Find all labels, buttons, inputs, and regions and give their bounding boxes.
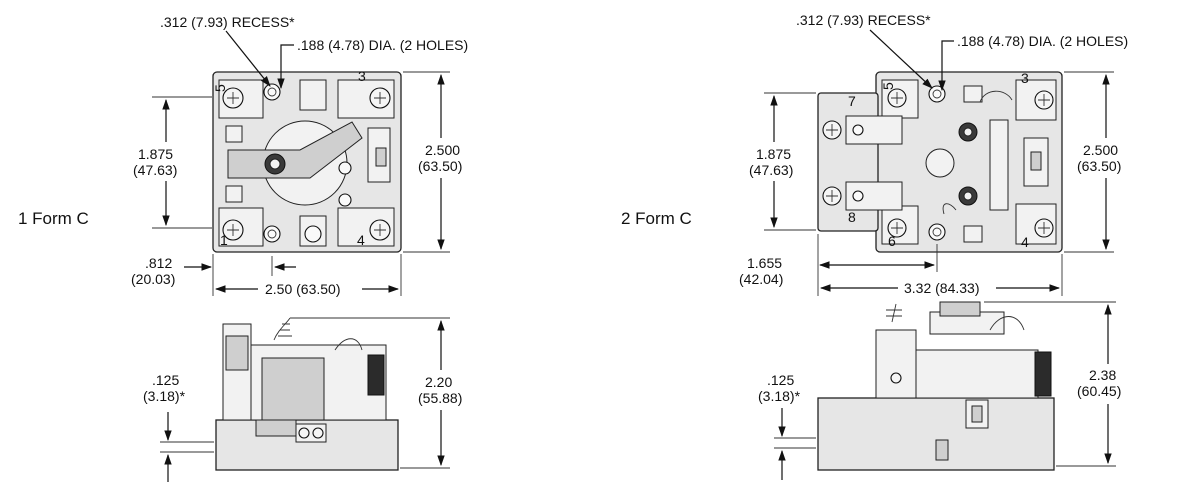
terminal-label: 3 xyxy=(358,68,366,84)
side-recess-mm: (3.18)* xyxy=(758,388,801,404)
side-recess-in: .125 xyxy=(152,372,179,388)
offset-dim-in: .812 xyxy=(145,255,172,271)
terminal-label: 4 xyxy=(357,232,365,248)
terminal-label: 5 xyxy=(212,84,228,92)
holes-callout: .188 (4.78) DIA. (2 HOLES) xyxy=(957,33,1128,49)
total-dim-mm: (63.50) xyxy=(418,158,462,174)
terminal-label: 5 xyxy=(880,82,896,90)
total-dim-mm: (63.50) xyxy=(1077,158,1121,174)
height-dim-in: 1.875 xyxy=(756,146,791,162)
mounting-hole-icon xyxy=(263,225,281,243)
two-form-c-side-view xyxy=(817,301,1055,471)
terminal-label: 7 xyxy=(848,93,856,109)
offset-dim-mm: (42.04) xyxy=(739,271,783,287)
height-dim-in: 1.875 xyxy=(138,146,173,162)
side-recess-in: .125 xyxy=(767,372,794,388)
offset-dim-mm: (20.03) xyxy=(131,271,175,287)
side-height-in: 2.38 xyxy=(1089,367,1116,383)
total-dim-in: 2.500 xyxy=(425,142,460,158)
recess-callout: .312 (7.93) RECESS* xyxy=(796,12,931,28)
side-recess-mm: (3.18)* xyxy=(143,388,186,404)
mounting-hole-icon xyxy=(263,83,281,101)
width-dim: 3.32 (84.33) xyxy=(904,280,980,296)
recess-callout: .312 (7.93) RECESS* xyxy=(160,14,295,30)
one-form-c-side-view xyxy=(215,317,399,471)
terminal-label: 6 xyxy=(888,233,896,249)
terminal-label: 4 xyxy=(1021,234,1029,250)
coil-icon xyxy=(367,354,385,396)
side-height-mm: (60.45) xyxy=(1077,383,1121,399)
side-height-mm: (55.88) xyxy=(418,390,462,406)
terminal-label: 8 xyxy=(848,209,856,225)
offset-dim-in: 1.655 xyxy=(747,255,782,271)
one-form-c-label: 1 Form C xyxy=(18,209,89,228)
mounting-hole-icon xyxy=(928,223,946,241)
two-form-c-label: 2 Form C xyxy=(621,209,692,228)
side-height-in: 2.20 xyxy=(425,374,452,390)
two-form-c-group: 2 Form C xyxy=(621,12,1128,480)
width-dim: 2.50 (63.50) xyxy=(265,281,341,297)
one-form-c-top-view: 5 3 4 1 xyxy=(212,68,402,253)
two-form-c-top-view: 5 3 7 8 6 4 xyxy=(817,70,1063,253)
total-dim-in: 2.500 xyxy=(1083,142,1118,158)
terminal-label: 3 xyxy=(1021,70,1029,86)
holes-callout: .188 (4.78) DIA. (2 HOLES) xyxy=(297,37,468,53)
height-dim-mm: (47.63) xyxy=(133,162,177,178)
height-dim-mm: (47.63) xyxy=(749,162,793,178)
terminal-label: 1 xyxy=(220,232,228,248)
coil-icon xyxy=(1034,351,1052,397)
one-form-c-group: 1 Form C xyxy=(18,14,468,482)
